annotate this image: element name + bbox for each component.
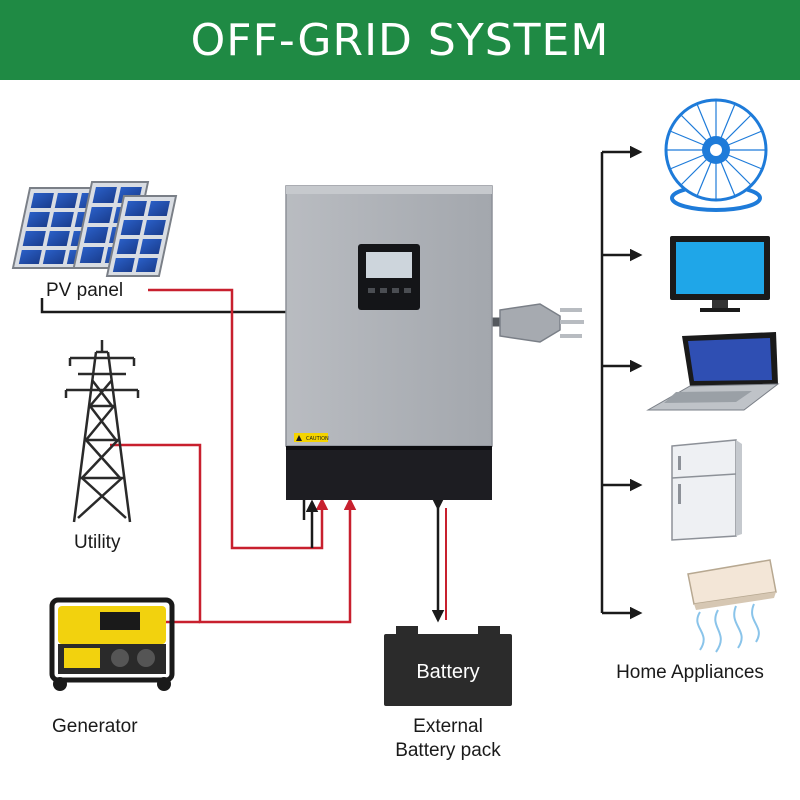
page-title: OFF-GRID SYSTEM [190,14,610,66]
svg-text:CAUTION: CAUTION [306,436,329,442]
refrigerator-icon [671,439,742,541]
generator-label: Generator [52,716,138,737]
pv-dc-wire [40,298,306,520]
warning-label: CAUTION [294,433,329,442]
generator-icon [49,597,175,691]
hybrid-inverter-icon: CAUTION [285,185,493,500]
laptop-icon [646,332,780,411]
home-appliances-label: Home Appliances [616,662,764,683]
air-conditioner-icon [687,559,777,653]
title-banner: OFF-GRID SYSTEM [0,0,800,80]
pv-red-wire [148,288,329,550]
fan-icon [664,98,768,212]
battery-caption-line2: Battery pack [395,740,501,761]
utility-label: Utility [74,532,121,553]
battery-icon: Battery [384,626,512,706]
tv-icon [670,236,770,312]
battery-caption-line1: External [413,716,483,737]
battery-label: Battery [416,661,479,683]
transmission-tower-icon [64,340,140,523]
pv-panel-label: PV panel [46,280,124,301]
solar-panel-icon [11,181,178,277]
power-plug-icon [499,303,584,343]
